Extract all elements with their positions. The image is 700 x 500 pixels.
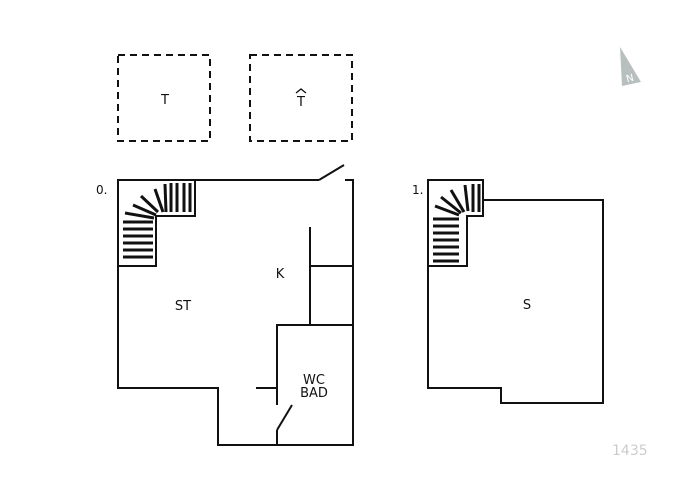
staircase xyxy=(118,179,196,267)
bathroom-door xyxy=(276,404,293,431)
ground-floor-plan: 0. ST K WC BAD xyxy=(96,164,354,446)
room-label-bad: BAD xyxy=(300,386,328,401)
room-label-k: K xyxy=(276,267,285,282)
roof-icon xyxy=(295,88,307,94)
watermark: 1435 xyxy=(612,443,648,459)
room-label-s: S xyxy=(523,298,531,313)
room-label-st: ST xyxy=(175,299,191,314)
outbuilding-1-label: T xyxy=(160,93,169,108)
outbuilding-2-label: T xyxy=(296,95,305,110)
room-label-wc: WC xyxy=(303,373,325,388)
staircase xyxy=(427,179,484,267)
svg-text:N: N xyxy=(625,73,635,86)
compass-north-icon: N xyxy=(620,47,641,86)
entrance-door xyxy=(318,164,345,181)
first-floor-plan: 1. S xyxy=(412,179,604,404)
level-0-label: 0. xyxy=(96,183,107,197)
level-1-label: 1. xyxy=(412,183,423,197)
outbuilding-1 xyxy=(117,54,211,142)
outbuilding-2 xyxy=(249,54,353,142)
